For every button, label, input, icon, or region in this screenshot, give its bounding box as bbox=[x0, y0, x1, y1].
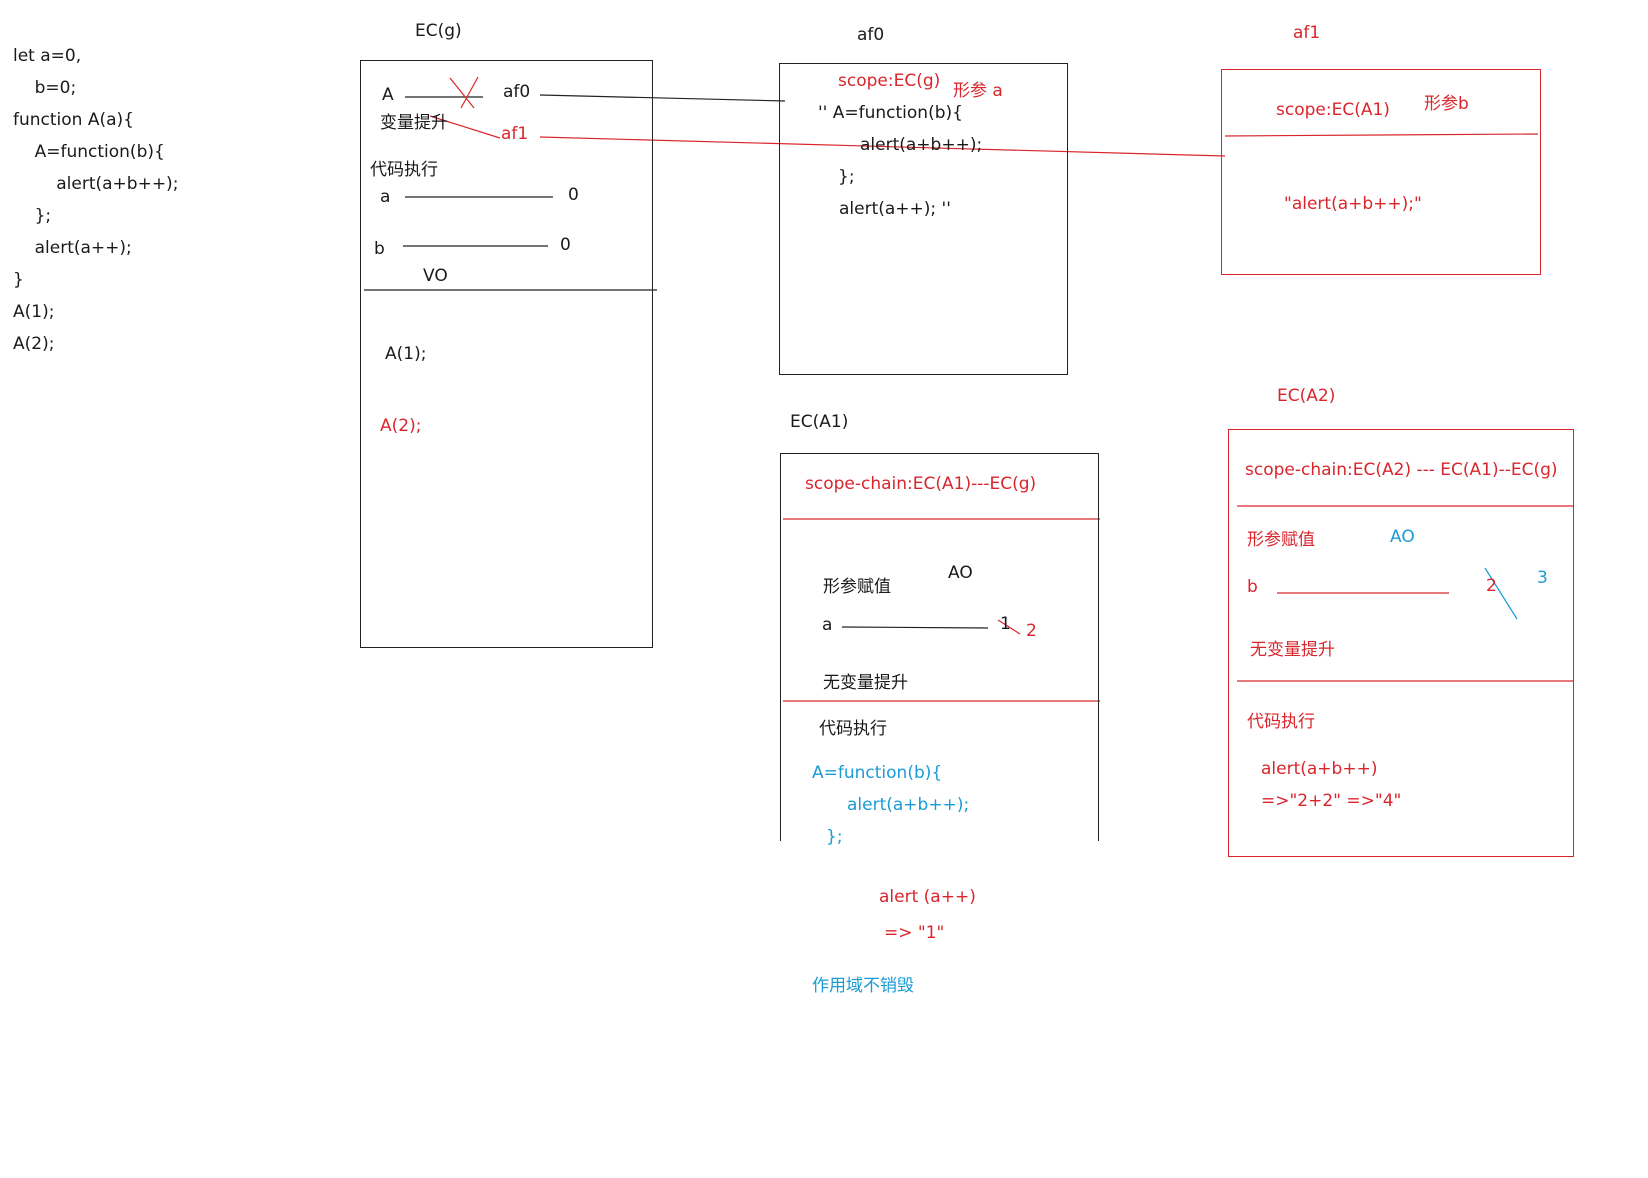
eca1-note: 作用域不销毁 bbox=[812, 976, 914, 996]
af1-scope: scope:EC(A1) bbox=[1276, 100, 1390, 120]
af0-scope: scope:EC(g) bbox=[838, 71, 941, 91]
af0-param: 形参 a bbox=[953, 81, 1003, 101]
ecg-af0-ref: af0 bbox=[503, 82, 531, 102]
code-line: A(2); bbox=[13, 334, 55, 354]
eca2-alert: alert(a+b++) bbox=[1261, 759, 1378, 779]
eca2-no-hoist: 无变量提升 bbox=[1250, 640, 1335, 660]
eca1-box bbox=[780, 453, 1099, 841]
eca2-b-old: 2 bbox=[1486, 576, 1497, 596]
eca2-scope-chain: scope-chain:EC(A2) --- EC(A1)--EC(g) bbox=[1245, 460, 1558, 480]
eca1-title: EC(A1) bbox=[790, 412, 849, 432]
af1-param: 形参b bbox=[1424, 94, 1469, 114]
eca1-a-strike bbox=[997, 619, 1021, 635]
eca2-result: =>"2+2" =>"4" bbox=[1261, 791, 1402, 811]
eca1-result: => "1" bbox=[884, 923, 945, 943]
eca2-b-label: b bbox=[1247, 577, 1258, 597]
ecg-call1: A(1); bbox=[385, 344, 427, 364]
eca1-fn-line: alert(a+b++); bbox=[847, 795, 970, 815]
ecg-box bbox=[360, 60, 653, 648]
eca1-exec: 代码执行 bbox=[819, 719, 887, 739]
af0-code-line: alert(a+b++); bbox=[860, 135, 983, 155]
eca2-exec: 代码执行 bbox=[1247, 712, 1315, 732]
code-line: let a=0, bbox=[13, 46, 82, 66]
code-line: }; bbox=[13, 206, 52, 226]
ecg-b-value: 0 bbox=[560, 235, 571, 255]
a-pointer-strike-2 bbox=[460, 76, 479, 109]
eca2-b-new: 3 bbox=[1537, 568, 1548, 588]
ecg-af1-ref: af1 bbox=[501, 124, 529, 144]
eca2-box bbox=[1228, 429, 1574, 857]
ecg-a-value: 0 bbox=[568, 185, 579, 205]
af1-box bbox=[1221, 69, 1541, 275]
ecg-vo: VO bbox=[423, 266, 448, 286]
eca1-alert: alert (a++) bbox=[879, 887, 976, 907]
eca2-b-strike bbox=[1484, 567, 1518, 620]
eca2-ao: AO bbox=[1390, 527, 1415, 547]
eca1-a-new: 2 bbox=[1026, 621, 1037, 641]
code-line: } bbox=[13, 270, 24, 290]
code-line: A=function(b){ bbox=[13, 142, 165, 162]
ecg-b-label: b bbox=[374, 239, 385, 259]
af1-title: af1 bbox=[1293, 23, 1321, 43]
af0-title: af0 bbox=[857, 25, 885, 45]
code-line: alert(a+b++); bbox=[13, 174, 179, 194]
code-line: function A(a){ bbox=[13, 110, 134, 130]
eca1-no-hoist: 无变量提升 bbox=[823, 673, 908, 693]
code-line: alert(a++); bbox=[13, 238, 132, 258]
code-line: b=0; bbox=[13, 78, 77, 98]
ecg-hoist: 变量提升 bbox=[380, 113, 448, 133]
ecg-a-label: a bbox=[380, 187, 391, 207]
eca2-title: EC(A2) bbox=[1277, 386, 1336, 406]
ecg-var-a: A bbox=[382, 85, 394, 105]
eca1-ao: AO bbox=[948, 563, 973, 583]
af0-code-line: alert(a++); '' bbox=[839, 199, 951, 219]
eca2-param-assign: 形参赋值 bbox=[1247, 530, 1315, 550]
af0-connector bbox=[539, 94, 786, 102]
eca1-a-line bbox=[841, 626, 989, 629]
eca1-fn-line: }; bbox=[826, 827, 843, 847]
ecg-title: EC(g) bbox=[415, 21, 462, 41]
af0-box bbox=[779, 63, 1068, 375]
ecg-exec: 代码执行 bbox=[370, 160, 438, 180]
eca1-scope-chain: scope-chain:EC(A1)---EC(g) bbox=[805, 474, 1037, 494]
eca1-a-label: a bbox=[822, 615, 833, 635]
af1-body: "alert(a+b++);" bbox=[1284, 194, 1422, 214]
af0-code-line: }; bbox=[838, 167, 855, 187]
af0-code-line: '' A=function(b){ bbox=[818, 103, 963, 123]
a-rebind-line bbox=[429, 115, 501, 139]
af1-connector bbox=[539, 136, 1226, 157]
ecg-call2: A(2); bbox=[380, 416, 422, 436]
a-pointer-strike-1 bbox=[449, 77, 475, 109]
af1-divider bbox=[1224, 133, 1539, 137]
eca1-a-old: 1 bbox=[1000, 614, 1011, 634]
eca1-param-assign: 形参赋值 bbox=[823, 577, 891, 597]
code-line: A(1); bbox=[13, 302, 55, 322]
eca1-fn-line: A=function(b){ bbox=[812, 763, 943, 783]
